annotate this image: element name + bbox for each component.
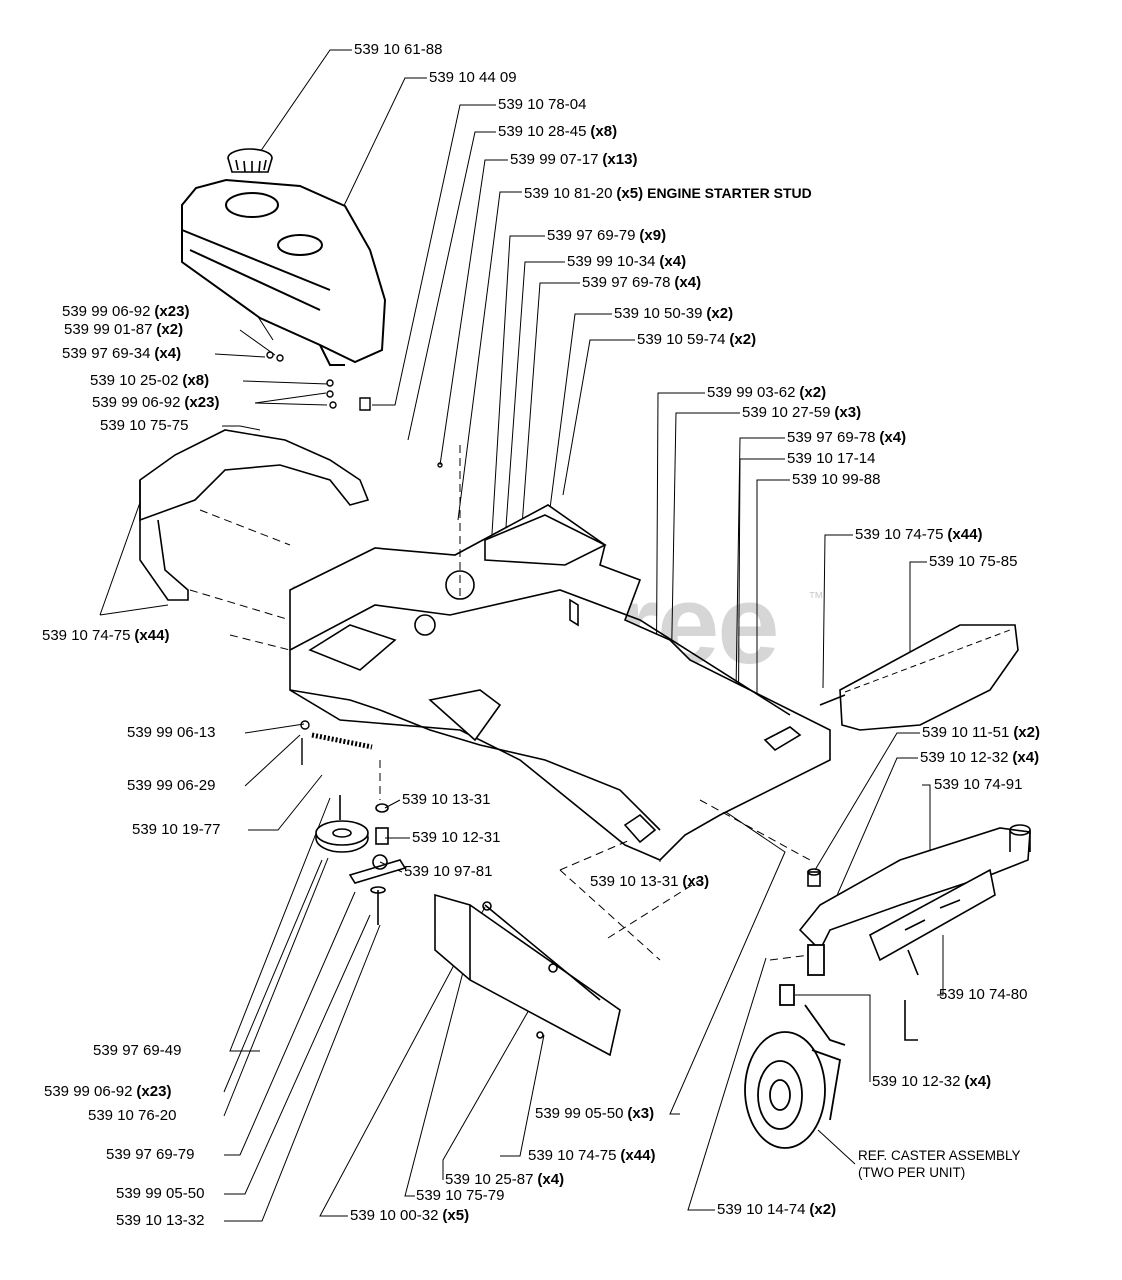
callout-label: 539 10 25-87(x4) [445, 1171, 565, 1188]
callout-label: 539 97 69-79(x9) [547, 227, 667, 244]
watermark-trademark: ™ [808, 590, 824, 607]
callout-label: 539 99 05-50(x3) [535, 1105, 655, 1122]
idler-pulley [315, 795, 407, 925]
leader-lines [99, 49, 944, 1222]
caster-note-line2: (TWO PER UNIT) [858, 1165, 966, 1180]
callout-label: 539 99 06-92(x23) [62, 303, 190, 320]
callout-label: 539 99 10-34(x4) [567, 253, 687, 270]
callout-label: 539 10 97-81 [404, 863, 493, 880]
callout-label: 539 10 75-85 [929, 553, 1018, 570]
callout-label: 539 97 69-34(x4) [62, 345, 182, 362]
callout-label: 539 10 19-77 [132, 821, 221, 838]
callout-label: 539 10 14-74(x2) [717, 1201, 837, 1218]
callout-label: 539 10 74-75(x44) [855, 526, 983, 543]
callout-label: 539 97 69-78(x4) [582, 274, 702, 291]
callout-label: 539 10 28-45(x8) [498, 123, 618, 140]
callout-label: 539 10 12-32(x4) [872, 1073, 992, 1090]
callout-label: 539 10 27-59(x3) [742, 404, 862, 421]
callout-label: 539 99 06-92(x23) [44, 1083, 172, 1100]
belt-guard [434, 893, 621, 1057]
callout-label: 539 10 99-88 [792, 471, 881, 488]
caster-wheel [744, 944, 846, 1149]
callout-label: 539 99 06-13 [127, 724, 216, 741]
callout-label: 539 97 69-78(x4) [787, 429, 907, 446]
callout-label: 539 10 78-04 [498, 96, 587, 113]
callout-label: 539 10 76-20 [88, 1107, 177, 1124]
callout-label: 539 10 12-32(x4) [920, 749, 1040, 766]
fuel-cap [227, 148, 273, 173]
callout-label: 539 99 01-87(x2) [64, 321, 184, 338]
callout-label: 539 10 81-20(x5)ENGINE STARTER STUD [524, 185, 812, 202]
callout-label: 539 10 11-51(x2) [922, 724, 1040, 741]
callout-label: 539 10 59-74(x2) [637, 331, 757, 348]
callout-label: 539 10 25-02(x8) [90, 372, 210, 389]
callout-label: 539 10 75-75 [100, 417, 189, 434]
callout-label: 539 10 50-39(x2) [614, 305, 734, 322]
callout-label: 539 99 06-92(x23) [92, 394, 220, 411]
side-panel [819, 624, 1019, 731]
spring-assembly [300, 720, 373, 765]
callout-label: 539 10 17-14 [787, 450, 876, 467]
callout-label: 539 10 44 09 [429, 69, 517, 86]
callout-label: 539 10 12-31 [412, 829, 501, 846]
caster-note: REF. CASTER ASSEMBLY (TWO PER UNIT) [858, 1147, 1021, 1181]
callout-label: 539 10 75-79 [416, 1187, 505, 1204]
callout-label: 539 10 74-75(x44) [528, 1147, 656, 1164]
callout-label: 539 10 13-31 [402, 791, 491, 808]
callout-label: 539 10 61-88 [354, 41, 443, 58]
tank-hardware [266, 351, 443, 468]
callout-label: 539 99 03-62(x2) [707, 384, 827, 401]
rear-shield [139, 429, 370, 601]
callout-label: 539 10 74-80 [939, 986, 1028, 1003]
callout-label: 539 10 74-91 [934, 776, 1023, 793]
callout-label: 539 99 07-17(x13) [510, 151, 638, 168]
callout-label: 539 10 13-31(x3) [590, 873, 710, 890]
callout-label: 539 10 13-32 [116, 1212, 205, 1229]
callout-label: 539 99 06-29 [127, 777, 216, 794]
callout-label: 539 97 69-49 [93, 1042, 182, 1059]
hidden-lines [189, 445, 811, 961]
callout-label: 539 10 74-75(x44) [42, 627, 170, 644]
main-frame [289, 504, 831, 861]
caster-note-line1: REF. CASTER ASSEMBLY [858, 1148, 1021, 1163]
fuel-tank [181, 178, 387, 366]
callout-label: 539 97 69-79 [106, 1146, 195, 1163]
caster-arm [798, 824, 1031, 1041]
callout-label: 539 99 05-50 [116, 1185, 205, 1202]
callout-label: 539 10 00-32(x5) [350, 1207, 470, 1224]
